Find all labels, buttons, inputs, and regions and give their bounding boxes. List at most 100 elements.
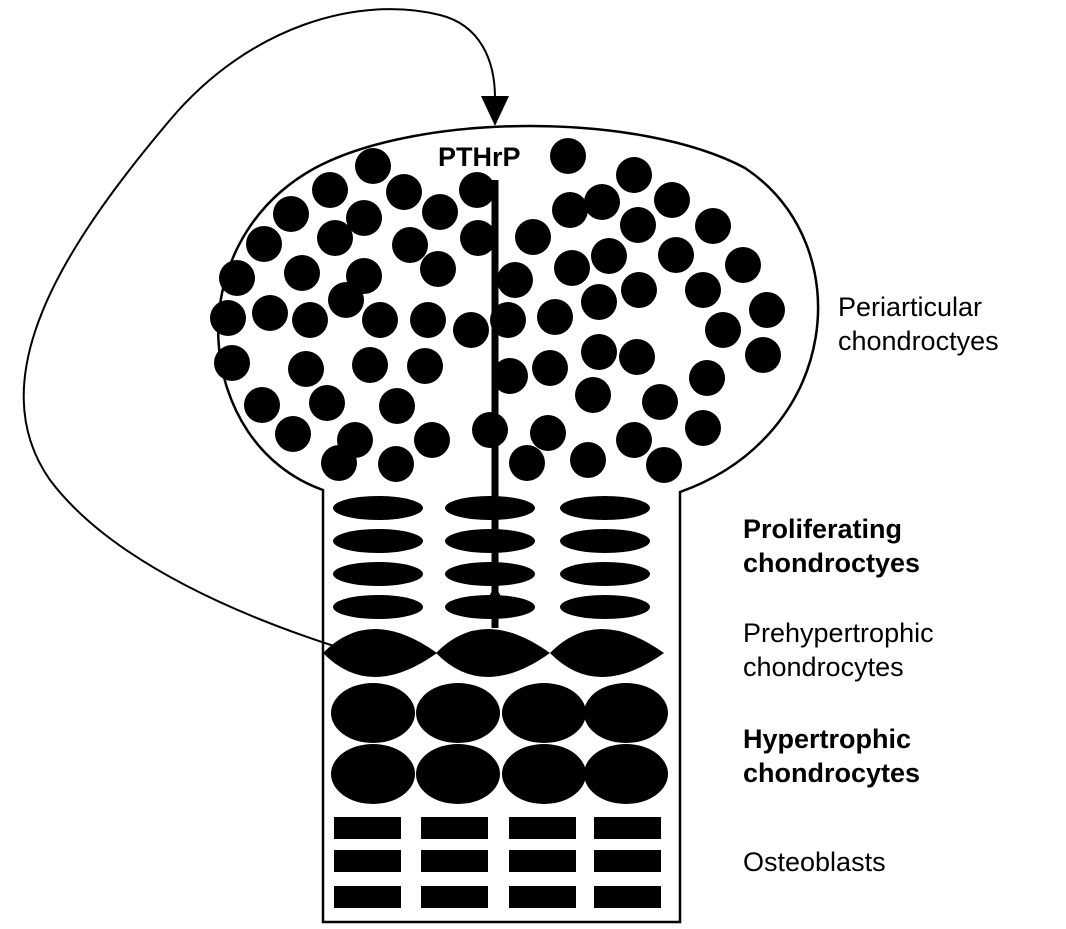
zone-label-line: Prehypertrophic (743, 616, 934, 650)
round-cell-icon (581, 284, 617, 320)
rectangle-cell-icon (334, 817, 401, 839)
round-cell-icon (362, 302, 398, 338)
rectangle-cell-icon (334, 850, 401, 872)
zone-label-prehypertrophic: Prehypertrophic chondrocytes (743, 616, 934, 684)
round-cell-icon (654, 182, 690, 218)
flat-ellipse-cell-icon (560, 529, 650, 553)
round-cell-icon (689, 360, 725, 396)
round-cell-icon (252, 295, 288, 331)
lens-cell-icon (323, 629, 437, 677)
zone-label-line: chondrocytes (743, 756, 920, 790)
round-cell-icon (214, 345, 250, 381)
round-cell-icon (420, 251, 456, 287)
round-cell-icon (275, 416, 311, 452)
flat-ellipse-cell-icon (333, 529, 423, 553)
round-cell-icon (292, 302, 328, 338)
round-cell-icon (460, 220, 496, 256)
zone-label-osteoblasts: Osteoblasts (743, 845, 886, 879)
flat-ellipse-cell-icon (333, 496, 423, 520)
round-cell-icon (530, 415, 566, 451)
round-cell-icon (410, 302, 446, 338)
round-cell-icon (515, 219, 551, 255)
round-cell-icon (591, 238, 627, 274)
lens-cell-icon (436, 629, 550, 677)
round-cell-icon (407, 348, 443, 384)
large-oval-cell-icon (584, 683, 668, 743)
round-cell-icon (219, 260, 255, 296)
round-cell-icon (459, 172, 495, 208)
large-oval-cell-icon (502, 744, 586, 804)
round-cell-icon (658, 237, 694, 273)
round-cell-icon (392, 227, 428, 263)
zone-label-line: Osteoblasts (743, 845, 886, 879)
round-cell-icon (552, 192, 588, 228)
round-cell-icon (620, 207, 656, 243)
round-cell-icon (210, 300, 246, 336)
osteoblast-cells (334, 817, 661, 908)
round-cell-icon (685, 410, 721, 446)
round-cell-icon (550, 138, 586, 174)
flat-ellipse-cell-icon (445, 595, 535, 619)
large-oval-cell-icon (331, 683, 415, 743)
round-cell-icon (646, 447, 682, 483)
large-oval-cell-icon (416, 744, 500, 804)
round-cell-icon (584, 184, 620, 220)
rectangle-cell-icon (594, 886, 661, 908)
round-cell-icon (453, 312, 489, 348)
large-oval-cell-icon (584, 744, 668, 804)
flat-ellipse-cell-icon (445, 496, 535, 520)
round-cell-icon (422, 194, 458, 230)
hypertrophic-cells (331, 683, 668, 804)
round-cell-icon (312, 172, 348, 208)
zone-label-periarticular: Periarticular chondroctyes (838, 290, 999, 358)
round-cell-icon (288, 351, 324, 387)
rectangle-cell-icon (509, 886, 576, 908)
pthrp-label: PTHrP (438, 140, 521, 174)
lens-cell-icon (550, 629, 664, 677)
zone-label-hypertrophic: Hypertrophic chondrocytes (743, 722, 920, 790)
large-oval-cell-icon (502, 683, 586, 743)
round-cell-icon (386, 174, 422, 210)
zone-label-line: chondroctyes (743, 546, 920, 580)
rectangle-cell-icon (421, 850, 488, 872)
round-cell-icon (581, 334, 617, 370)
flat-ellipse-cell-icon (333, 562, 423, 586)
round-cell-icon (570, 442, 606, 478)
round-cell-icon (619, 339, 655, 375)
round-cell-icon (749, 292, 785, 328)
zone-label-line: chondrocytes (743, 650, 934, 684)
rectangle-cell-icon (594, 850, 661, 872)
zone-label-line: chondroctyes (838, 324, 999, 358)
round-cell-icon (321, 445, 357, 481)
round-cell-icon (352, 347, 388, 383)
rectangle-cell-icon (509, 850, 576, 872)
round-cell-icon (355, 148, 391, 184)
flat-ellipse-cell-icon (445, 529, 535, 553)
rectangle-cell-icon (334, 886, 401, 908)
round-cell-icon (532, 350, 568, 386)
round-cell-icon (246, 226, 282, 262)
round-cell-icon (705, 312, 741, 348)
zone-label-line: Periarticular (838, 290, 999, 324)
round-cell-icon (284, 255, 320, 291)
round-cell-icon (616, 422, 652, 458)
flat-ellipse-cell-icon (445, 562, 535, 586)
flat-ellipse-cell-icon (333, 595, 423, 619)
round-cell-icon (378, 446, 414, 482)
round-cell-icon (414, 422, 450, 458)
round-cell-icon (616, 157, 652, 193)
large-oval-cell-icon (331, 744, 415, 804)
prehypertrophic-cells (323, 629, 664, 677)
round-cell-icon (537, 299, 573, 335)
round-cell-icon (575, 377, 611, 413)
zone-label-proliferating: Proliferating chondroctyes (743, 512, 920, 580)
rectangle-cell-icon (509, 817, 576, 839)
round-cell-icon (695, 208, 731, 244)
round-cell-icon (497, 262, 533, 298)
round-cell-icon (309, 385, 345, 421)
zone-label-line: Hypertrophic (743, 722, 920, 756)
round-cell-icon (509, 445, 545, 481)
round-cell-icon (328, 282, 364, 318)
flat-ellipse-cell-icon (560, 562, 650, 586)
